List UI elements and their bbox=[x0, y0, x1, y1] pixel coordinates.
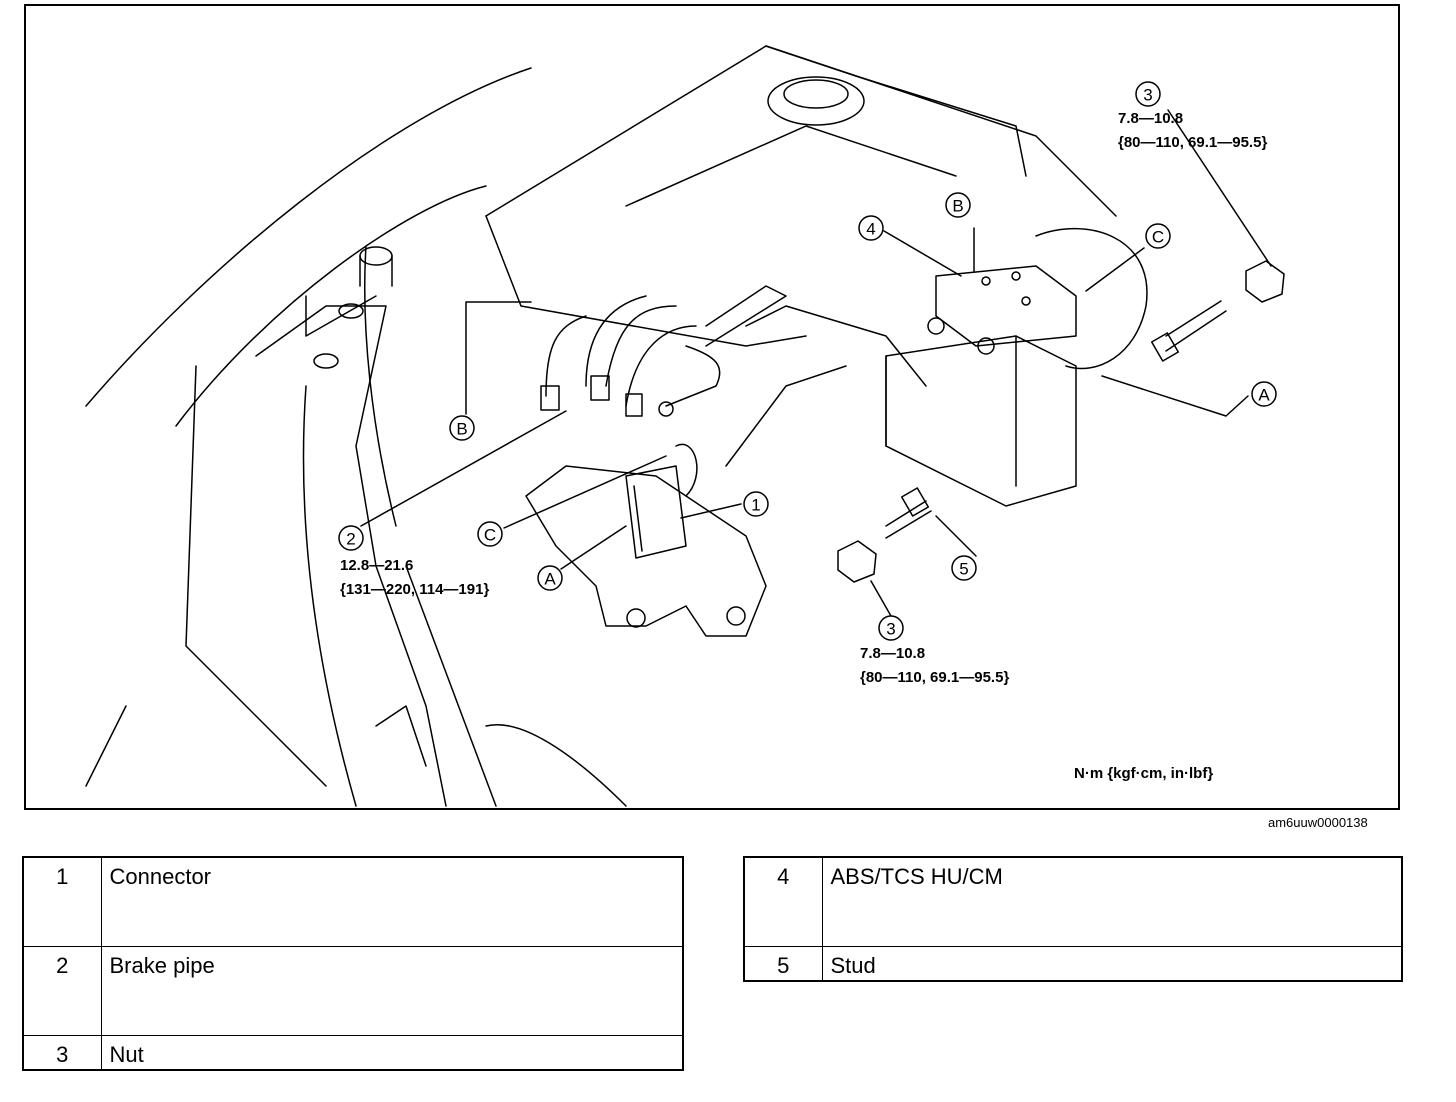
brake-pipe-outline bbox=[545, 315, 587, 397]
stud-outline bbox=[1165, 300, 1227, 352]
table-row: 2 Brake pipe bbox=[22, 945, 684, 1036]
exploded-view-diagram: 1 2 3 3 4 5 A A B B C C 7.8—10.8 {80—110… bbox=[24, 4, 1400, 810]
legend-name: Connector bbox=[100, 856, 684, 947]
torque-pipe-line1: 12.8—21.6 bbox=[340, 557, 413, 574]
callout-2: 2 bbox=[346, 530, 355, 549]
connector-outline bbox=[625, 465, 687, 559]
callout-4: 4 bbox=[866, 220, 875, 239]
callout-c-unit: C bbox=[1152, 228, 1164, 247]
image-code: am6uuw0000138 bbox=[1268, 815, 1368, 830]
legend-table-left: 1 Connector 2 Brake pipe 3 Nut bbox=[22, 856, 684, 1071]
legend-name: Brake pipe bbox=[100, 945, 684, 1036]
legend-num: 4 bbox=[743, 856, 823, 947]
torque-nut-top-line1: 7.8—10.8 bbox=[1118, 110, 1183, 127]
component-illustration: 1 2 3 3 4 5 A A B B C C 7.8—10.8 {80—110… bbox=[85, 45, 1285, 807]
legend-name: Nut bbox=[100, 1034, 684, 1071]
legend-num: 2 bbox=[22, 945, 102, 1036]
callout-a-unit: A bbox=[1258, 386, 1270, 405]
callout-3-bottom: 3 bbox=[886, 620, 895, 639]
reservoir-cap-outline bbox=[767, 76, 865, 126]
legend-num: 1 bbox=[22, 856, 102, 947]
unit-label: N·m {kgf·cm, in·lbf} bbox=[1074, 765, 1213, 782]
callout-5: 5 bbox=[959, 560, 968, 579]
fender-outline bbox=[85, 67, 532, 407]
table-row: 5 Stud bbox=[743, 945, 1403, 982]
legend-num: 5 bbox=[743, 945, 823, 982]
nut-outline bbox=[1245, 260, 1285, 303]
callout-3-top: 3 bbox=[1143, 86, 1152, 105]
legend-table-right: 4 ABS/TCS HU/CM 5 Stud bbox=[743, 856, 1403, 982]
callout-1: 1 bbox=[751, 496, 760, 515]
legend-name: Stud bbox=[821, 945, 1403, 982]
callout-a-connector: A bbox=[544, 570, 556, 589]
table-row: 4 ABS/TCS HU/CM bbox=[743, 856, 1403, 947]
abs-unit-block bbox=[935, 265, 1077, 347]
engine-cover-outline bbox=[485, 45, 1117, 217]
callout-c-pipe: C bbox=[484, 526, 496, 545]
callout-b-unit: B bbox=[952, 197, 963, 216]
legend-num: 3 bbox=[22, 1034, 102, 1071]
legend-name: ABS/TCS HU/CM bbox=[821, 856, 1403, 947]
torque-nut-bottom-line2: {80—110, 69.1—95.5} bbox=[860, 669, 1009, 686]
torque-nut-bottom-line1: 7.8—10.8 bbox=[860, 645, 925, 662]
bracket-outline bbox=[525, 465, 767, 637]
table-row: 3 Nut bbox=[22, 1034, 684, 1071]
torque-nut-top-line2: {80—110, 69.1—95.5} bbox=[1118, 134, 1267, 151]
torque-pipe-line2: {131—220, 114—191} bbox=[340, 581, 489, 598]
callout-b-pipe: B bbox=[456, 420, 467, 439]
table-row: 1 Connector bbox=[22, 856, 684, 947]
